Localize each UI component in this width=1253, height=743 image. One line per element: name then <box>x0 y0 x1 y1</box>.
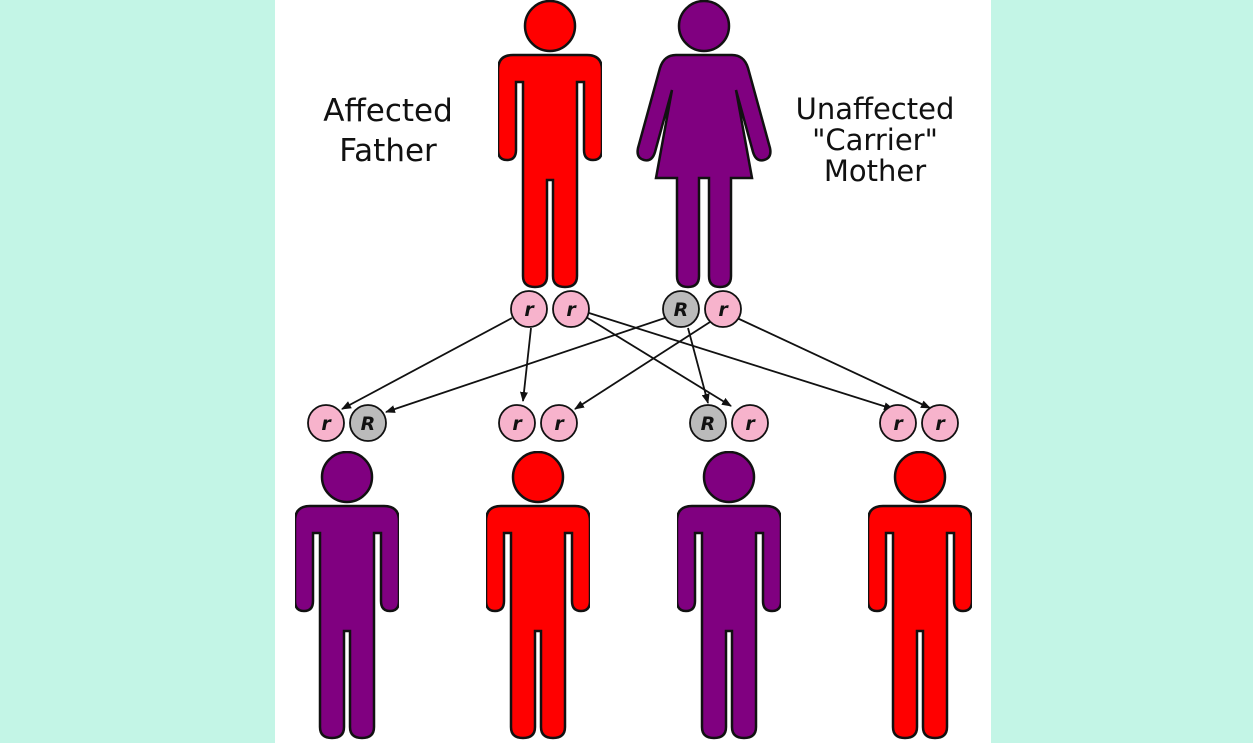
child-3-allele-1: R <box>689 404 727 442</box>
child-1-allele-1: r <box>307 404 345 442</box>
allele-circle <box>689 404 727 442</box>
allele-symbol: r <box>512 413 523 435</box>
allele-circle <box>552 290 590 328</box>
mother-label-line: "Carrier" <box>812 123 938 157</box>
child-4: r r <box>868 404 972 740</box>
allele-circle <box>349 404 387 442</box>
father-label-line: Father <box>339 133 437 169</box>
mother-label: Unaffected "Carrier" Mother <box>775 94 975 187</box>
allele-symbol: r <box>893 413 904 435</box>
allele-symbol: R <box>361 413 376 435</box>
allele-circle <box>731 404 769 442</box>
allele-circle <box>498 404 536 442</box>
allele-circle <box>307 404 345 442</box>
child-4-figure <box>868 451 972 740</box>
mother-allele-2: r <box>704 290 742 328</box>
child-2: r r <box>486 404 590 740</box>
arrow-mother-r-to-child2 <box>574 321 711 410</box>
child-2-figure <box>486 451 590 740</box>
allele-symbol: R <box>674 299 689 321</box>
inheritance-arrows <box>341 312 931 413</box>
child-4-allele-2: r <box>921 404 959 442</box>
arrow-father-r1-to-child1 <box>341 317 513 410</box>
allele-symbol: r <box>566 299 577 321</box>
father-label: Affected Father <box>298 91 478 171</box>
allele-symbol: r <box>554 413 565 435</box>
allele-circle <box>704 290 742 328</box>
arrow-mother-R-to-child3 <box>687 327 710 404</box>
allele-symbol: r <box>745 413 756 435</box>
allele-symbol: R <box>701 413 716 435</box>
mother-figure <box>636 0 772 289</box>
allele-circle <box>662 290 700 328</box>
allele-symbol: r <box>718 299 729 321</box>
father-label-line: Affected <box>323 93 453 129</box>
father-figure <box>498 0 602 289</box>
arrow-mother-R-to-child1 <box>385 317 666 413</box>
allele-symbol: r <box>935 413 946 435</box>
allele-symbol: r <box>321 413 332 435</box>
allele-circle <box>921 404 959 442</box>
allele-circle <box>540 404 578 442</box>
allele-circle <box>879 404 917 442</box>
child-3: R r <box>677 404 781 740</box>
child-1-allele-2: R <box>349 404 387 442</box>
child-2-allele-2: r <box>540 404 578 442</box>
arrow-father-r2-to-child4 <box>588 312 894 411</box>
mother-label-line: Mother <box>823 154 927 188</box>
child-1: r R <box>295 404 399 740</box>
allele-symbol: r <box>524 299 535 321</box>
father-allele-2: r <box>552 290 590 328</box>
allele-circle <box>510 290 548 328</box>
mother-label-line: Unaffected <box>795 92 955 126</box>
child-1-figure <box>295 451 399 740</box>
child-2-allele-1: r <box>498 404 536 442</box>
mother-allele-1: R <box>662 290 700 328</box>
child-4-allele-1: r <box>879 404 917 442</box>
father-allele-1: r <box>510 290 548 328</box>
arrow-father-r2-to-child3 <box>585 316 732 407</box>
arrow-mother-r-to-child4 <box>736 317 931 409</box>
child-3-figure <box>677 451 781 740</box>
child-3-allele-2: r <box>731 404 769 442</box>
